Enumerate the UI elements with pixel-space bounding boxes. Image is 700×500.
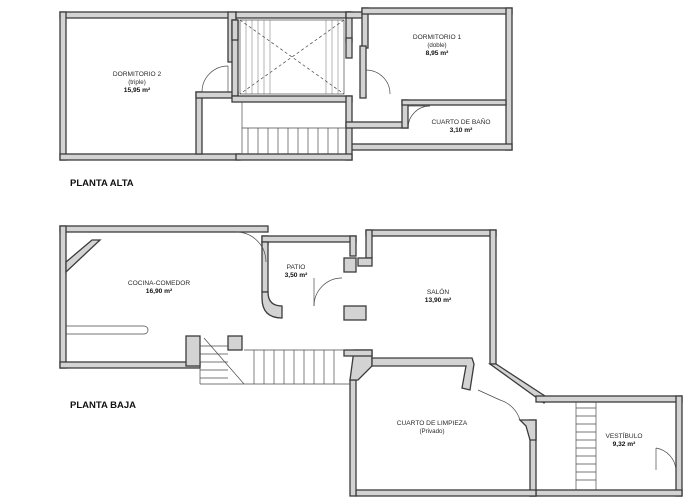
room-vestibulo: VESTÍBULO 9,32 m²: [605, 431, 642, 448]
room-name: COCINA-COMEDOR: [128, 280, 191, 287]
room-dormitorio-1: DORMITORIO 1 (doble) 8,95 m²: [413, 34, 462, 57]
lower-stair: [199, 337, 350, 385]
room-name: DORMITORIO 1: [413, 34, 462, 41]
room-area: 8,95 m²: [426, 50, 450, 57]
corner-brace: [65, 239, 102, 274]
room-area: 15,95 m²: [124, 87, 151, 94]
upper-floor-plan: DORMITORIO 2 (triple) 15,95 m² DORMITORI…: [59, 7, 513, 161]
room-cocina-comedor: COCINA-COMEDOR 16,90 m²: [128, 280, 191, 295]
upper-door-swings: [201, 65, 431, 129]
upper-stair-treads: [241, 102, 346, 154]
upper-interior-walls: [195, 19, 507, 155]
room-name: CUARTO DE BAÑO: [431, 117, 490, 126]
lower-floor-plan: COCINA-COMEDOR 16,90 m² PATIO 3,50 m² SA…: [59, 225, 683, 497]
room-dormitorio-2: DORMITORIO 2 (triple) 15,95 m²: [113, 71, 162, 94]
room-name: VESTÍBULO: [605, 431, 642, 440]
room-area: 13,90 m²: [425, 297, 452, 304]
room-salon: SALÓN 13,90 m²: [425, 287, 452, 304]
room-name: CUARTO DE LIMPIEZA: [397, 420, 468, 427]
room-patio: PATIO 3,50 m²: [285, 264, 309, 279]
floor-label-upper: PLANTA ALTA: [70, 178, 134, 189]
room-note: (Privado): [419, 428, 444, 435]
room-area: 9,32 m²: [613, 441, 637, 448]
room-name: PATIO: [287, 264, 306, 271]
room-area: 3,10 m²: [450, 127, 474, 134]
upper-stair-void: [239, 19, 345, 95]
lower-outer-walls: [59, 225, 683, 497]
room-name: DORMITORIO 2: [113, 71, 162, 78]
room-cuarto-de-bano: CUARTO DE BAÑO 3,10 m²: [431, 117, 490, 134]
lower-interior-walls: [185, 241, 537, 441]
room-area: 16,90 m²: [146, 288, 173, 295]
kitchen-counter: [66, 325, 149, 335]
room-name: SALÓN: [427, 287, 450, 296]
vestibulo-stair: [575, 402, 597, 490]
lower-door-swings: [235, 231, 677, 471]
room-note: (triple): [128, 79, 146, 86]
floor-label-lower: PLANTA BAJA: [70, 400, 136, 411]
room-note: (doble): [427, 42, 446, 49]
room-cuarto-de-limpieza: CUARTO DE LIMPIEZA (Privado): [397, 420, 468, 435]
room-area: 3,50 m²: [285, 272, 309, 279]
